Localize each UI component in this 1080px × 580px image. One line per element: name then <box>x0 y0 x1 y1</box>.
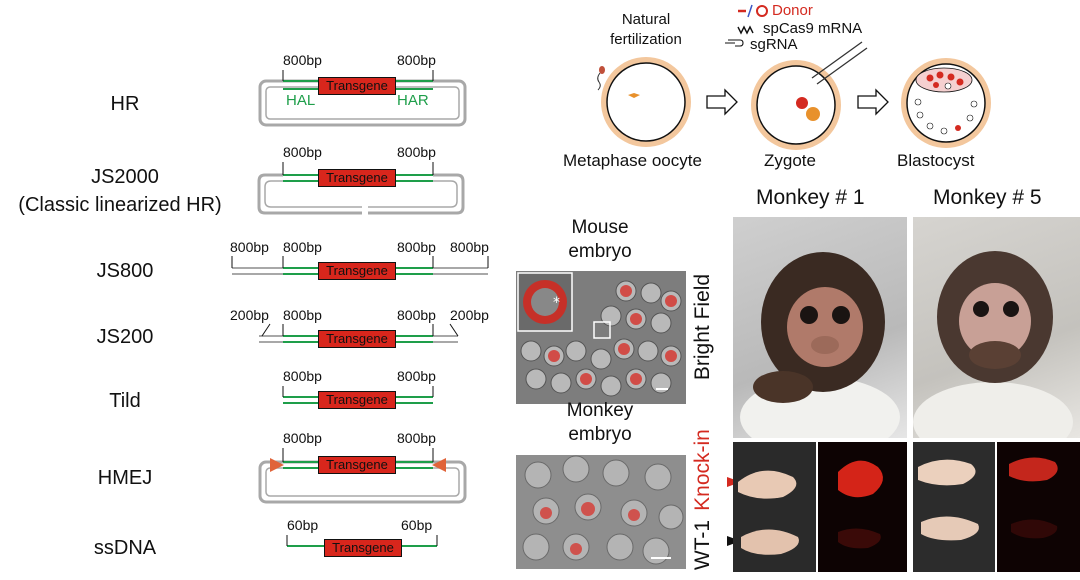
monkey-5-brightfield-image <box>913 217 1080 438</box>
construct-name-js200: JS200 <box>96 326 154 348</box>
construct-name-hr: HR <box>110 93 140 115</box>
blastocyst-icon <box>901 58 991 148</box>
bp-label: 800bp <box>397 144 436 160</box>
bp-label: 800bp <box>283 144 322 160</box>
transgene-box: Transgene <box>318 262 396 280</box>
bp-label: 800bp <box>230 239 269 255</box>
transgene-box: Transgene <box>324 539 402 557</box>
bp-label: 800bp <box>283 52 322 68</box>
cut-site-right-icon <box>432 458 446 472</box>
sgrna-icon <box>725 39 744 47</box>
sperm-icon <box>597 66 605 91</box>
transgene-box: Transgene <box>318 391 396 409</box>
bp-label: 800bp <box>450 239 489 255</box>
mouse-embryo-label: Mouse embryo <box>568 217 632 262</box>
donor-label: Donor <box>772 2 813 19</box>
separator-icon <box>747 4 753 18</box>
svg-text:*: * <box>553 295 560 311</box>
natural-fertilization-label: Natural fertilization <box>610 11 682 48</box>
zygote-icon <box>751 41 868 150</box>
bp-label: 800bp <box>397 368 436 384</box>
spcas9-label: spCas9 mRNA <box>763 20 863 37</box>
monkey-1-hand-brightfield-image <box>733 442 816 572</box>
oocyte-icon <box>601 57 691 147</box>
bp-label: 200bp <box>230 307 269 323</box>
bp-label: 800bp <box>397 52 436 68</box>
construct-subtitle-js2000: (Classic linearized HR) <box>18 194 222 216</box>
bp-label: 60bp <box>287 517 319 533</box>
bp-label: 200bp <box>450 307 489 323</box>
cut-site-left-icon <box>270 458 284 472</box>
bp-label: 800bp <box>397 239 436 255</box>
bp-label: 800bp <box>283 368 322 384</box>
stage-label-zygote: Zygote <box>764 151 816 170</box>
monkey-embryo-image <box>516 455 686 569</box>
monkey-embryo-label: Monkey embryo <box>566 400 634 445</box>
donor-circular-icon <box>756 5 768 17</box>
homology-arm-right-label: HAR <box>397 92 429 109</box>
sgrna-label: sgRNA <box>750 36 798 53</box>
transgene-box: Transgene <box>318 169 396 187</box>
monkey-5-hand-brightfield-image <box>913 442 995 572</box>
monkey-5-hand-fluorescence-image <box>997 442 1080 572</box>
monkey-1-label: Monkey # 1 <box>756 186 865 209</box>
monkey-1-brightfield-image <box>733 217 907 438</box>
construct-name-js2000: JS2000 <box>91 166 159 188</box>
bp-label: 800bp <box>397 430 436 446</box>
bp-label: 800bp <box>397 307 436 323</box>
transgene-box: Transgene <box>318 330 396 348</box>
construct-name-ssdna: ssDNA <box>93 537 157 559</box>
stage-label-blastocyst: Blastocyst <box>897 151 975 170</box>
stage-label-oocyte: Metaphase oocyte <box>563 151 702 170</box>
arrow-icon <box>706 88 738 116</box>
monkey-5-label: Monkey # 5 <box>933 186 1042 209</box>
mrna-icon <box>737 25 754 35</box>
bp-label: 60bp <box>401 517 433 533</box>
monkey-1-hand-fluorescence-image <box>818 442 907 572</box>
construct-name-hmej: HMEJ <box>97 467 153 489</box>
bp-label: 800bp <box>283 307 322 323</box>
construct-name-js800: JS800 <box>96 260 154 282</box>
bp-label: 800bp <box>283 239 322 255</box>
construct-name-tild: Tild <box>109 390 141 412</box>
arrow-icon <box>857 88 889 116</box>
bp-label: 800bp <box>283 430 322 446</box>
homology-arm-left-label: HAL <box>286 92 316 109</box>
transgene-box: Transgene <box>318 77 396 95</box>
mouse-embryo-image: * <box>516 271 686 404</box>
transgene-box: Transgene <box>318 456 396 474</box>
